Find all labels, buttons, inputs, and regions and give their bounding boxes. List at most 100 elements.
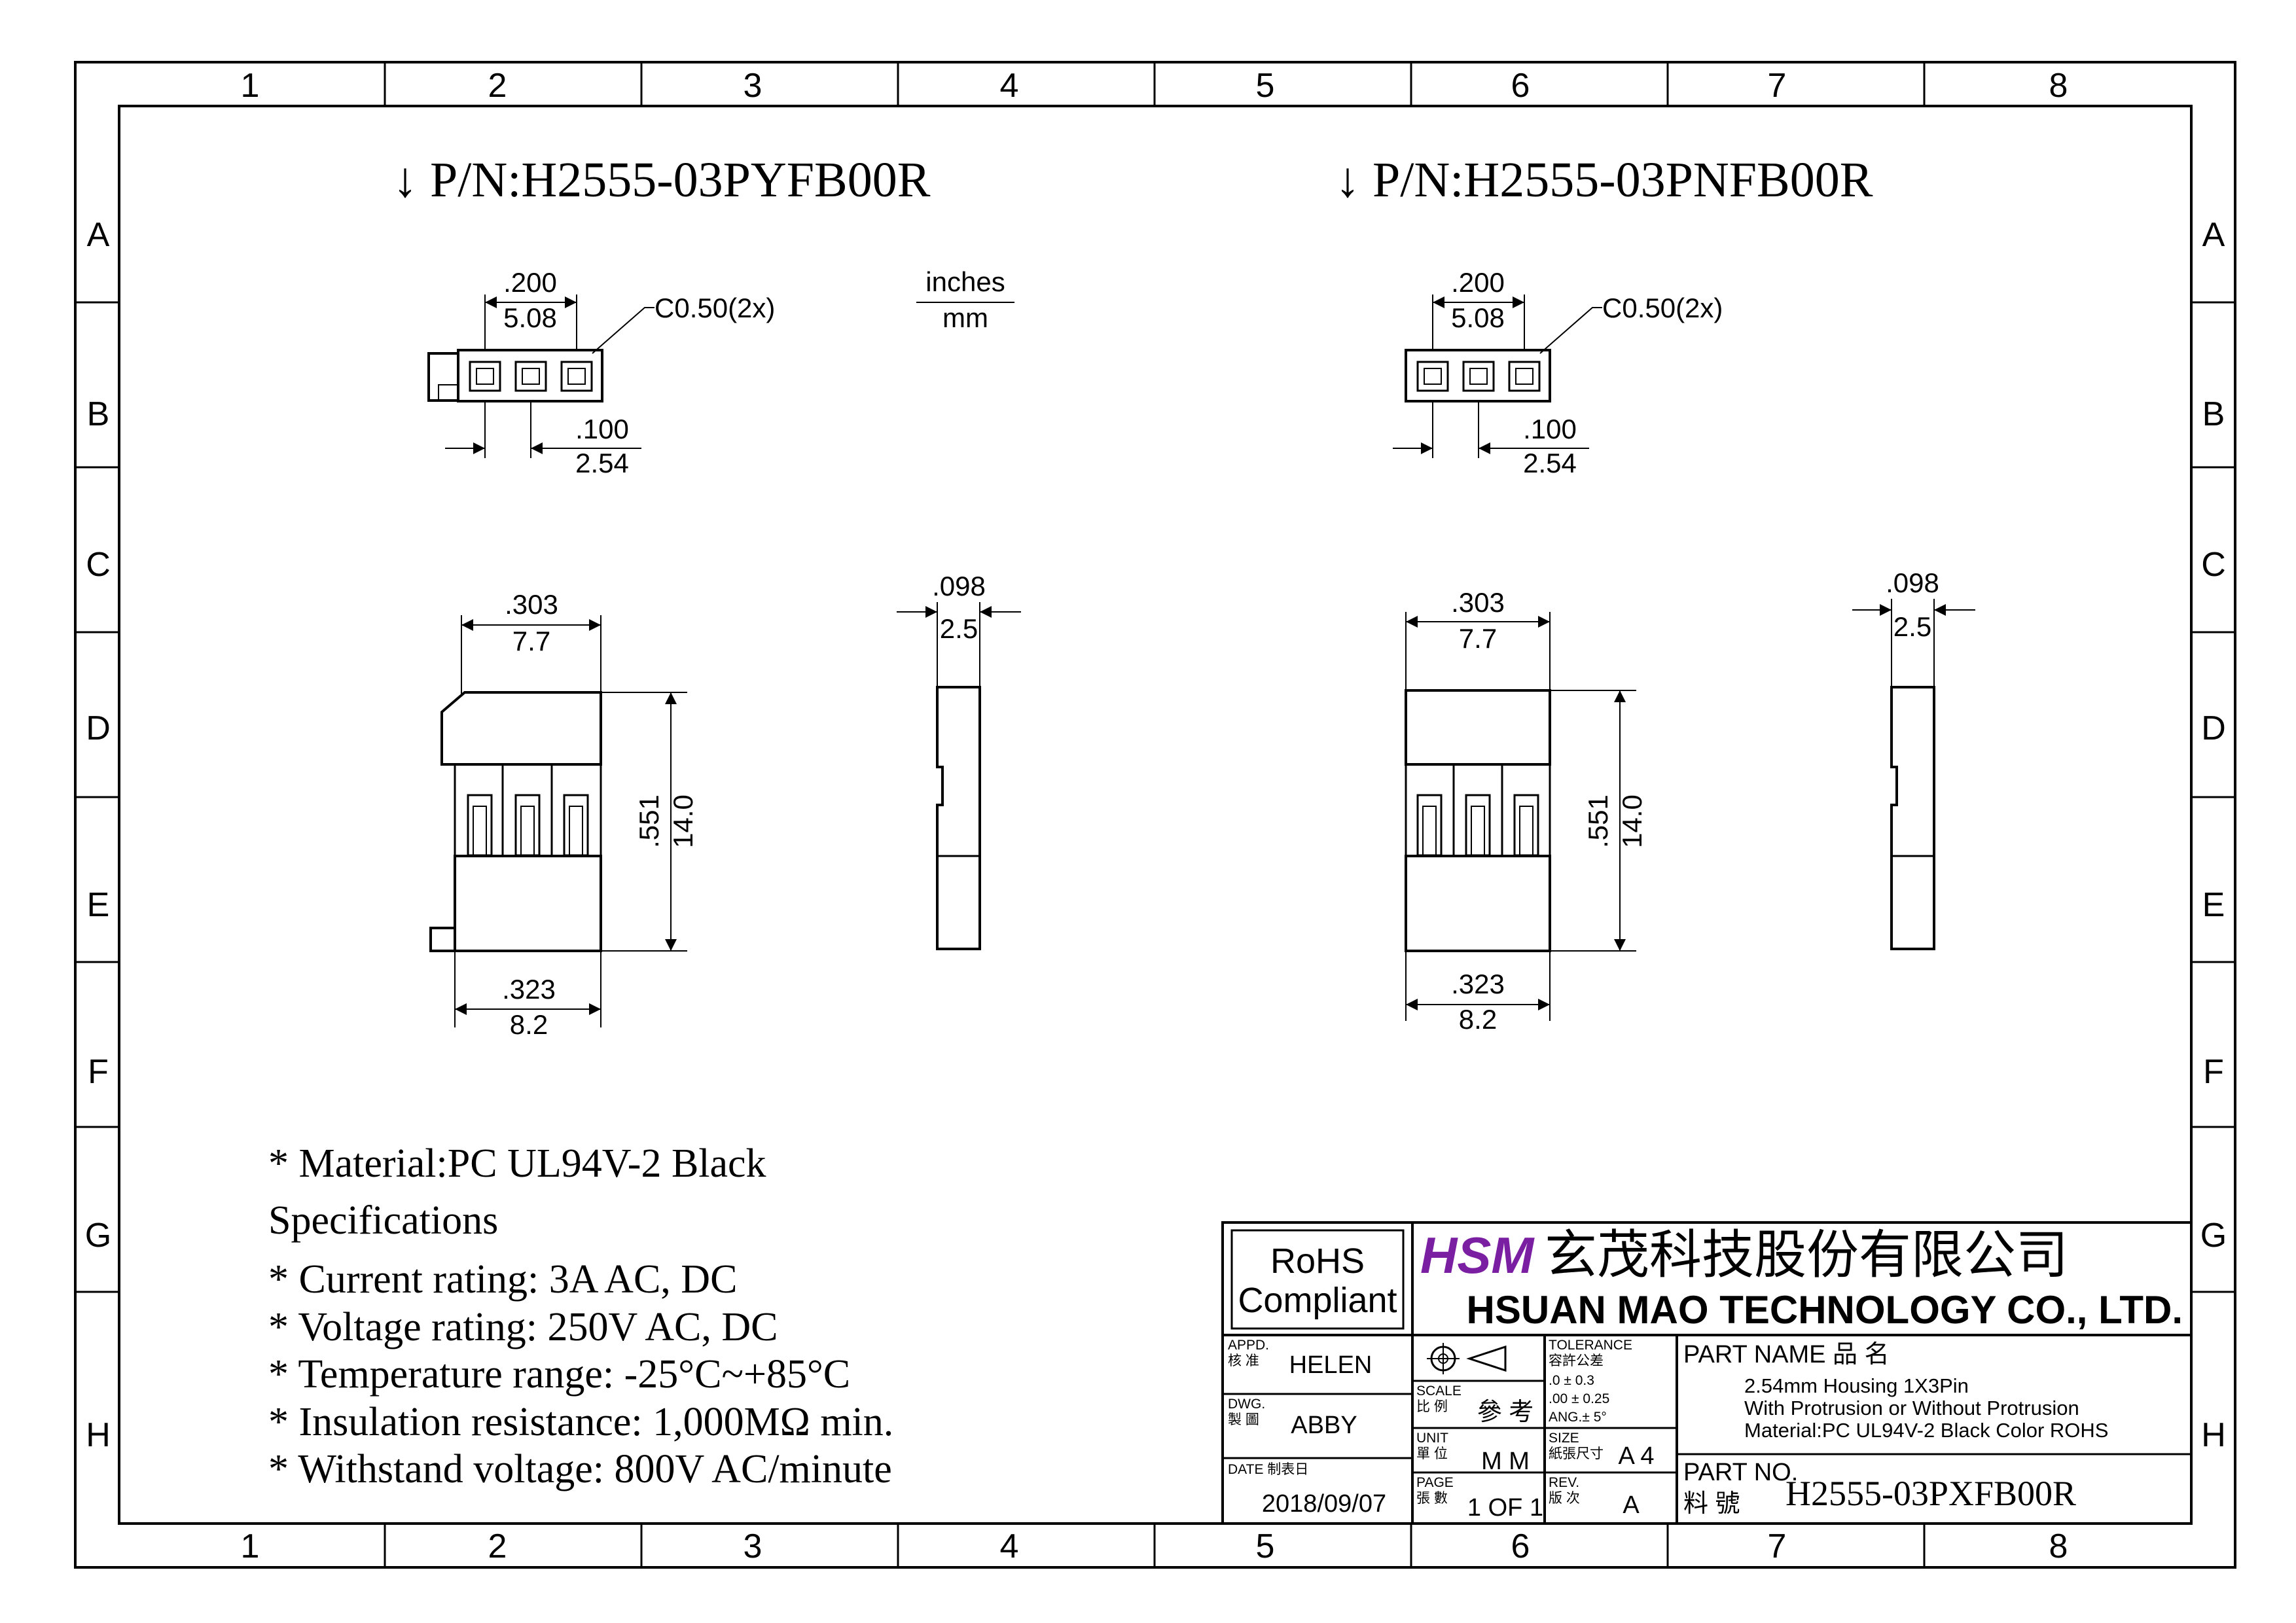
rohs-label: RoHS [1270, 1241, 1365, 1281]
left-width-in: .303 [505, 589, 558, 620]
left-top-view [427, 294, 655, 458]
col-label-bottom: 8 [2049, 1527, 2068, 1565]
company-name-en: HSUAN MAO TECHNOLOGY CO., LTD. [1467, 1288, 2183, 1332]
col-label-bottom: 3 [744, 1527, 762, 1565]
tolerance-label: TOLERANCE [1549, 1338, 1632, 1353]
left-height-mm: 14.0 [668, 794, 698, 848]
row-label-right: C [2201, 546, 2226, 584]
company-name-cn: 玄茂科技股份有限公司 [1545, 1224, 2068, 1285]
row-label-left: C [86, 546, 111, 584]
left-chamfer: C0.50(2x) [655, 293, 775, 323]
part-number-left: ↓ P/N:H2555-03PYFB00R [393, 152, 931, 207]
right-side-view [1852, 599, 1975, 950]
right-width-mm: 7.7 [1459, 623, 1497, 654]
row-label-left: E [87, 886, 110, 924]
rev-label: REV. [1549, 1475, 1579, 1490]
col-label-top: 4 [1000, 67, 1019, 105]
right-pin-pitch-in: .100 [1523, 414, 1577, 444]
col-label-bottom: 5 [1256, 1527, 1275, 1565]
row-label-left: D [86, 709, 111, 747]
left-side-view [897, 602, 1021, 950]
right-top-pitch-in: .200 [1451, 267, 1505, 298]
scale-label-cn: 比 例 [1416, 1399, 1448, 1414]
tolerance-line: .0 ± 0.3 [1549, 1373, 1594, 1388]
row-label-right: E [2202, 886, 2225, 924]
row-label-right: A [2202, 216, 2225, 254]
right-width-in: .303 [1451, 587, 1505, 618]
left-pin-pitch-mm: 2.54 [575, 448, 629, 478]
page-label: PAGE [1416, 1475, 1454, 1490]
scale-value: 參 考 [1477, 1399, 1534, 1426]
appd-value: HELEN [1289, 1351, 1372, 1379]
units-mm: mm [942, 302, 988, 333]
part-number-right: ↓ P/N:H2555-03PNFB00R [1335, 152, 1873, 207]
unit-value: M M [1481, 1448, 1530, 1475]
spec-item: * Insulation resistance: 1,000MΩ min. [268, 1400, 893, 1444]
rev-label-cn: 版 次 [1549, 1491, 1580, 1506]
part-name-line: 2.54mm Housing 1X3Pin [1744, 1374, 1969, 1397]
spec-heading: Specifications [268, 1198, 498, 1243]
page-label-cn: 張 數 [1416, 1491, 1448, 1506]
right-chamfer: C0.50(2x) [1602, 293, 1723, 323]
col-label-top: 2 [488, 67, 507, 105]
left-base-mm: 8.2 [510, 1009, 548, 1040]
tolerance-line: .00 ± 0.25 [1549, 1391, 1609, 1406]
col-label-top: 7 [1768, 67, 1787, 105]
row-label-left: G [85, 1217, 111, 1255]
row-label-left: A [87, 216, 110, 254]
right-top-pitch-mm: 5.08 [1451, 302, 1505, 333]
col-label-top: 5 [1256, 67, 1275, 105]
spec-item: * Temperature range: -25°C~+85°C [268, 1352, 850, 1397]
row-label-right: F [2203, 1053, 2224, 1091]
left-side-mm: 2.5 [940, 613, 978, 644]
col-label-bottom: 1 [241, 1527, 260, 1565]
rohs-compliant-label: Compliant [1238, 1281, 1397, 1320]
rev-value: A [1623, 1491, 1640, 1519]
right-front-view [1405, 612, 1636, 1021]
right-top-view [1393, 294, 1602, 458]
column-ticks [384, 62, 1926, 1567]
row-label-right: B [2202, 395, 2225, 433]
col-label-bottom: 4 [1000, 1527, 1019, 1565]
left-width-mm: 7.7 [512, 626, 550, 656]
col-label-top: 3 [744, 67, 762, 105]
left-top-pitch-in: .200 [503, 267, 557, 298]
spec-item: * Current rating: 3A AC, DC [268, 1257, 737, 1302]
row-label-left: F [88, 1053, 109, 1091]
row-label-left: H [86, 1416, 111, 1454]
company-logo: HSM [1420, 1226, 1535, 1284]
col-label-bottom: 2 [488, 1527, 507, 1565]
dwg-label: DWG. [1228, 1397, 1265, 1412]
left-height-in: .551 [634, 794, 664, 848]
row-label-right: H [2201, 1416, 2226, 1454]
units-inches: inches [925, 266, 1005, 297]
size-label-cn: 紙張尺寸 [1549, 1446, 1604, 1461]
left-base-in: .323 [502, 974, 556, 1005]
col-label-bottom: 7 [1768, 1527, 1787, 1565]
unit-label-cn: 單 位 [1416, 1446, 1448, 1461]
row-label-right: G [2200, 1217, 2227, 1255]
part-name-label: PART NAME 品 名 [1683, 1341, 1890, 1368]
page-value: 1 OF 1 [1467, 1494, 1543, 1522]
right-base-mm: 8.2 [1459, 1004, 1497, 1035]
part-no-label: PART NO. [1683, 1459, 1798, 1486]
size-label: SIZE [1549, 1431, 1579, 1446]
tolerance-line: ANG.± 5° [1549, 1410, 1607, 1425]
right-base-in: .323 [1451, 969, 1505, 999]
appd-label: APPD. [1228, 1338, 1269, 1353]
spec-item: * Voltage rating: 250V AC, DC [268, 1305, 778, 1349]
appd-label-cn: 核 准 [1228, 1353, 1259, 1368]
tolerance-label-cn: 容許公差 [1549, 1353, 1604, 1368]
part-name-line: Material:PC UL94V-2 Black Color ROHS [1744, 1419, 2108, 1442]
date-label: DATE 制表日 [1228, 1462, 1308, 1477]
title-block [1221, 1221, 2193, 1525]
part-no-label-cn: 料 號 [1683, 1490, 1740, 1518]
row-ticks [75, 301, 2235, 1293]
unit-label: UNIT [1416, 1431, 1448, 1446]
left-side-in: .098 [932, 571, 986, 601]
size-value: A 4 [1619, 1442, 1655, 1470]
scale-label: SCALE [1416, 1383, 1462, 1399]
row-label-left: B [87, 395, 110, 433]
left-pin-pitch-in: .100 [575, 414, 629, 444]
right-side-in: .098 [1886, 567, 1939, 598]
